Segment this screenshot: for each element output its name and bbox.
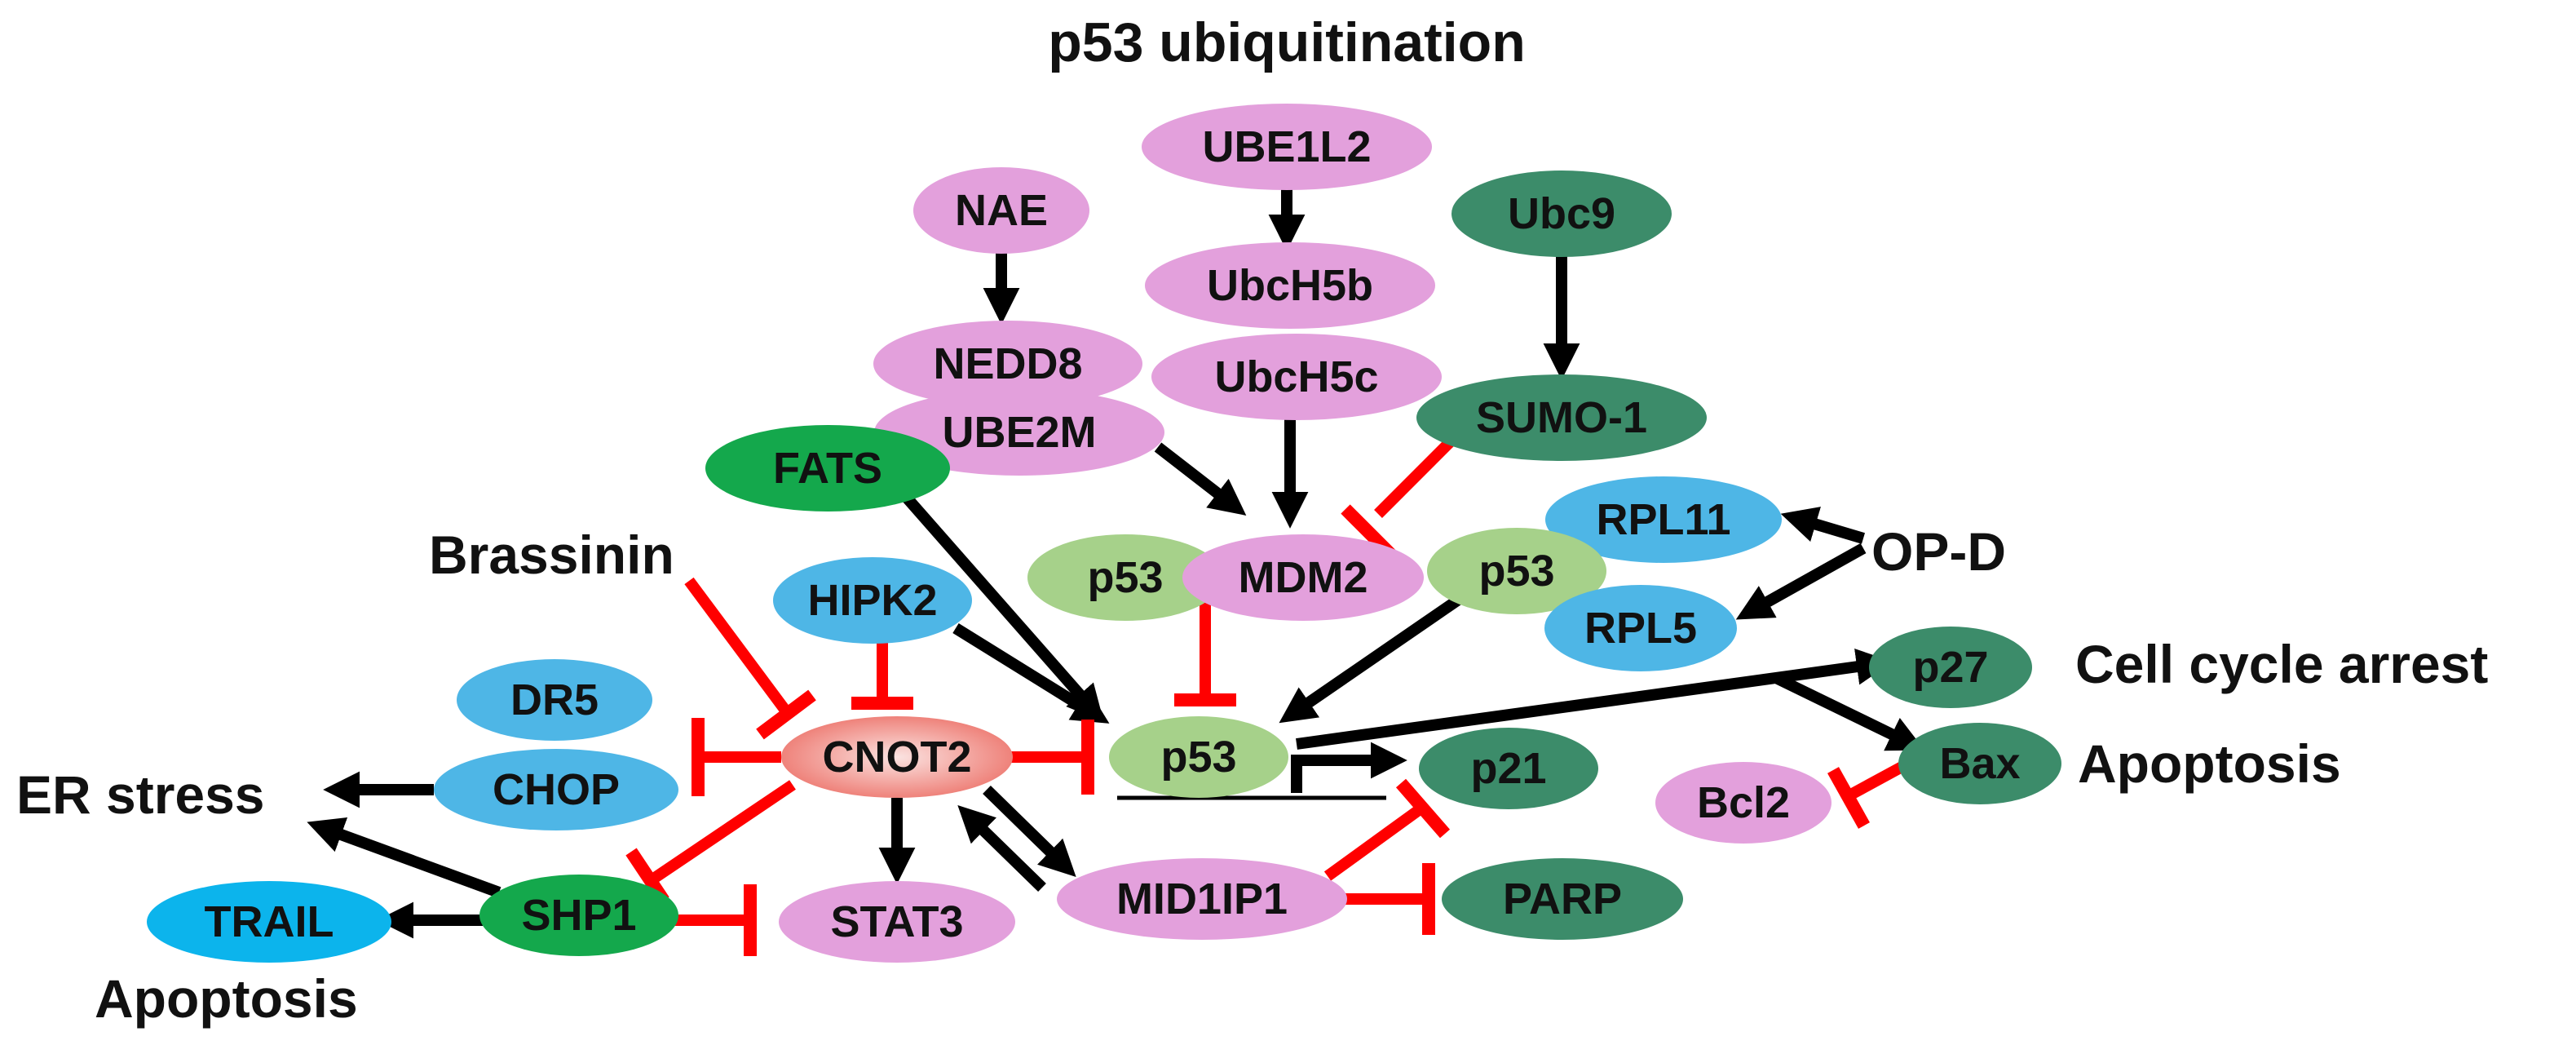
svg-text:UBE1L2: UBE1L2	[1202, 122, 1371, 171]
label-cell-cycle-arrest: Cell cycle arrest	[2075, 634, 2488, 694]
node-dr5: DR5	[457, 659, 652, 741]
edges	[307, 184, 1925, 956]
node-fats: FATS	[705, 425, 950, 512]
edge-mid1ip1-cnot2	[957, 804, 1046, 892]
svg-text:NAE: NAE	[955, 186, 1048, 235]
node-p53-right: p53	[1427, 528, 1606, 614]
svg-text:p53: p53	[1160, 733, 1236, 782]
node-ubch5c: UbcH5c	[1151, 334, 1442, 420]
svg-text:MDM2: MDM2	[1239, 553, 1368, 602]
node-shp1: SHP1	[479, 875, 678, 956]
svg-text:TRAIL: TRAIL	[205, 897, 334, 946]
edge-bax-bcl2	[1827, 760, 1908, 829]
svg-text:SHP1: SHP1	[521, 891, 636, 940]
edge-sumo1-mdm2	[1341, 435, 1457, 560]
label-er-stress: ER stress	[16, 764, 265, 825]
edge-mid1ip1-p21	[1323, 778, 1451, 881]
node-ubc9: Ubc9	[1451, 170, 1672, 257]
svg-text:UbcH5b: UbcH5b	[1207, 261, 1373, 310]
label-brassinin: Brassinin	[429, 525, 674, 585]
svg-text:Bax: Bax	[1939, 739, 2020, 788]
svg-text:CNOT2: CNOT2	[822, 733, 971, 782]
svg-text:STAT3: STAT3	[830, 897, 963, 946]
svg-text:p53: p53	[1478, 547, 1554, 596]
svg-text:NEDD8: NEDD8	[933, 339, 1082, 388]
label-apoptosis-left: Apoptosis	[95, 968, 358, 1029]
node-bax: Bax	[1898, 723, 2061, 804]
edge-opd-rpl11	[1780, 507, 1866, 544]
svg-text:FATS: FATS	[773, 444, 882, 493]
svg-text:MID1IP1: MID1IP1	[1116, 875, 1288, 923]
edge-p53-p21	[1291, 742, 1407, 793]
svg-text:UBE2M: UBE2M	[942, 408, 1096, 457]
svg-text:RPL11: RPL11	[1596, 495, 1730, 544]
edge-mid1ip1-parp	[1345, 863, 1435, 935]
node-hipk2: HIPK2	[773, 557, 972, 644]
svg-text:Ubc9: Ubc9	[1508, 189, 1615, 238]
edge-cnot2-mid1ip1	[983, 785, 1076, 878]
edge-cnot2-chop	[691, 718, 781, 796]
edge-shp1-stat3	[674, 884, 757, 956]
svg-text:CHOP: CHOP	[493, 765, 620, 814]
node-ubch5b: UbcH5b	[1145, 242, 1435, 329]
label-apoptosis-right: Apoptosis	[2078, 733, 2341, 794]
nodes: UBE1L2 NAE UbcH5b Ubc9 NEDD8 UbcH5c UBE2…	[147, 104, 2061, 963]
node-nedd8: NEDD8	[873, 321, 1142, 407]
svg-text:PARP: PARP	[1503, 875, 1622, 923]
svg-text:Bcl2: Bcl2	[1697, 778, 1790, 827]
svg-text:SUMO-1: SUMO-1	[1476, 393, 1647, 442]
node-rpl11: RPL11	[1545, 476, 1782, 563]
node-bcl2: Bcl2	[1655, 762, 1831, 844]
node-ube2m: UBE2M	[874, 389, 1164, 476]
edge-brassinin-cnot2	[684, 577, 816, 740]
edge-p53right-p53center	[1279, 594, 1463, 724]
node-sumo1: SUMO-1	[1416, 374, 1707, 461]
svg-text:HIPK2: HIPK2	[807, 576, 937, 625]
node-parp: PARP	[1442, 858, 1683, 940]
edge-opd-rpl5	[1735, 542, 1867, 620]
edge-hipk2-p53	[952, 623, 1110, 724]
node-mdm2: MDM2	[1182, 534, 1424, 621]
svg-text:UbcH5c: UbcH5c	[1214, 352, 1378, 401]
svg-text:p21: p21	[1470, 744, 1546, 793]
node-ube1l2: UBE1L2	[1142, 104, 1432, 190]
node-stat3: STAT3	[779, 881, 1015, 963]
label-op-d: OP-D	[1871, 521, 2006, 582]
diagram-title: p53 ubiquitination	[1048, 11, 1526, 73]
edge-ube2m-mdm2	[1154, 442, 1247, 516]
edge-mdm2-p53	[1174, 599, 1236, 706]
node-p21: p21	[1419, 728, 1598, 809]
svg-text:DR5: DR5	[510, 675, 599, 724]
node-p53-center: p53	[1109, 716, 1288, 798]
node-p27: p27	[1869, 627, 2032, 708]
node-p53-left: p53	[1027, 534, 1223, 621]
labels: p53 ubiquitination Brassinin OP-D Cell c…	[16, 11, 2488, 1029]
node-rpl5: RPL5	[1544, 585, 1737, 671]
edge-cnot2-p53	[1011, 720, 1094, 795]
svg-text:RPL5: RPL5	[1584, 604, 1697, 653]
svg-text:p27: p27	[1912, 643, 1988, 692]
edge-hipk2-cnot2	[851, 641, 913, 710]
edge-fats-p53	[877, 466, 1104, 722]
edge-shp1-erstress	[307, 817, 502, 898]
node-trail: TRAIL	[147, 881, 391, 963]
node-cnot2: CNOT2	[781, 716, 1013, 798]
edge-p53-p27	[1296, 649, 1893, 750]
node-mid1ip1: MID1IP1	[1057, 858, 1347, 940]
svg-text:p53: p53	[1087, 553, 1163, 602]
node-nae: NAE	[913, 167, 1089, 254]
node-chop: CHOP	[434, 749, 678, 830]
edge-p53-bax	[1774, 673, 1925, 751]
